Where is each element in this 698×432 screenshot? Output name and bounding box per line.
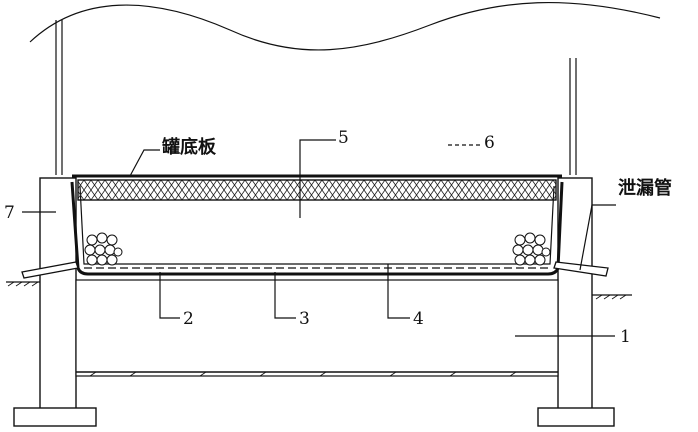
label-6: 6 xyxy=(484,133,495,153)
gravel-right xyxy=(512,232,551,266)
foundation-block xyxy=(75,279,559,377)
tank-shell xyxy=(29,1,661,175)
label-4: 4 xyxy=(413,309,424,329)
pit-liner xyxy=(70,181,564,276)
label-2: 2 xyxy=(183,309,194,329)
label-1: 1 xyxy=(620,327,631,347)
label-3: 3 xyxy=(299,309,310,329)
label-7: 7 xyxy=(4,203,15,223)
leader-lines xyxy=(22,139,616,337)
concrete-slab xyxy=(72,174,562,201)
sand-fill xyxy=(86,200,548,262)
gravel-left xyxy=(84,232,123,266)
label-5: 5 xyxy=(338,128,349,148)
right-pier xyxy=(537,177,615,427)
ground-lines xyxy=(6,281,632,300)
label-tank-bottom-plate: 罐底板 xyxy=(161,136,217,158)
left-pier xyxy=(13,177,97,427)
leak-pipe-right xyxy=(553,261,609,277)
leak-pipe-left xyxy=(21,261,79,279)
label-leak-pipe: 泄漏管 xyxy=(618,177,672,199)
